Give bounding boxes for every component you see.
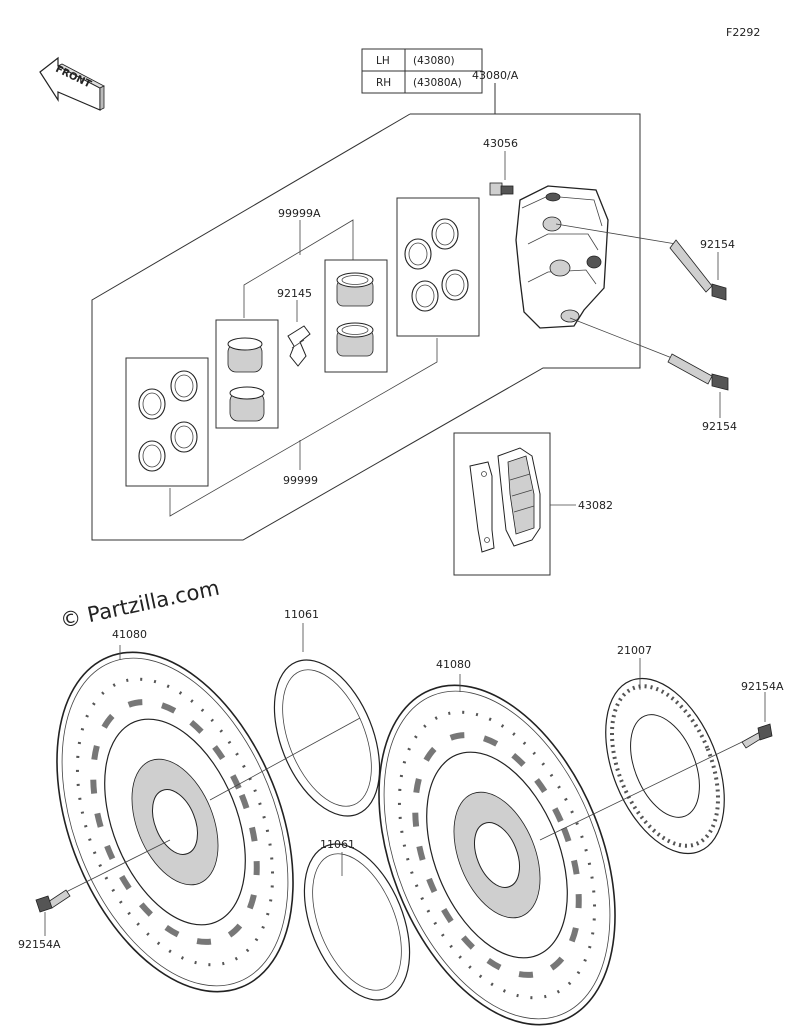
label-piston-kit: 99999A (278, 207, 321, 220)
spacer-bottom-icon (303, 843, 411, 1001)
label-bleeder: 43056 (483, 137, 518, 150)
front-arrow-icon: FRONT (39, 56, 105, 111)
watermark: © Partzilla.com (58, 576, 222, 633)
label-disc-bolt-left: 92154A (18, 938, 61, 951)
caliper-assembly-frame (91, 83, 641, 541)
variant-row-rh-part: (43080A) (413, 77, 462, 89)
sensor-rotor-icon (605, 677, 725, 855)
label-caliper-assembly: 43080/A (472, 69, 519, 82)
variant-row-rh-side: RH (376, 77, 391, 89)
label-spacer-top: 11061 (284, 608, 319, 621)
brake-disc-right-icon (378, 684, 616, 1026)
disc-bolt-right-icon (741, 723, 773, 749)
variant-row-lh-side: LH (376, 55, 390, 67)
bleeder-valve-icon (489, 182, 514, 196)
seal-box-right (396, 197, 480, 337)
brake-pads-box (453, 432, 551, 576)
piston-box-small (215, 319, 279, 429)
seal-box-left (125, 357, 209, 487)
label-disc-bolt-right: 92154A (741, 680, 784, 693)
diagram-id: F2292 (726, 26, 760, 39)
label-disc-right: 41080 (436, 658, 471, 671)
spacer-top-icon (273, 659, 381, 817)
caliper-bolt-top-icon (555, 223, 727, 301)
label-caliper-bolt-top: 92154 (700, 238, 735, 251)
variant-row-lh-part: (43080) (413, 55, 455, 67)
label-spacer-bottom: 11061 (320, 838, 355, 851)
label-brake-pads: 43082 (578, 499, 613, 512)
label-caliper-bolt-bottom: 92154 (702, 420, 737, 433)
label-sensor-rotor: 21007 (617, 644, 652, 657)
variant-table: LH (43080) RH (43080A) (361, 48, 483, 94)
caliper-body-icon (515, 185, 609, 329)
label-disc-left: 41080 (112, 628, 147, 641)
spring-clip-icon (287, 325, 311, 367)
label-seal-kit: 99999 (283, 474, 318, 487)
disc-bolt-left-icon (35, 839, 171, 913)
piston-box-large (324, 259, 388, 373)
brake-disc-left-icon (56, 651, 294, 993)
label-spring: 92145 (277, 287, 312, 300)
caliper-bolt-bottom-icon (569, 317, 729, 391)
